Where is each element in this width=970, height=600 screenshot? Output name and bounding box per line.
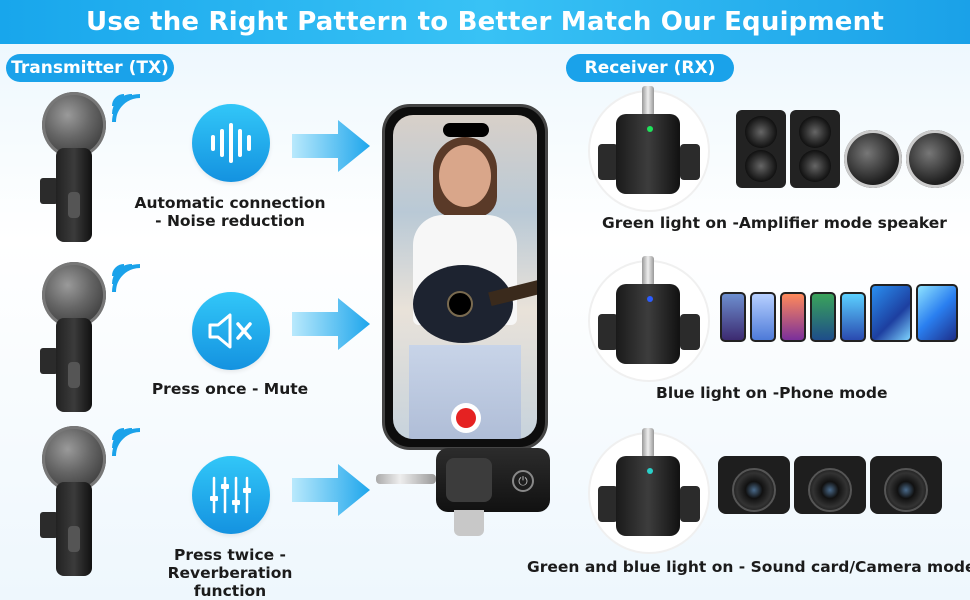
speaker-icon (844, 130, 902, 188)
mode-caption-phone: Blue light on -Phone mode (656, 384, 888, 402)
wireless-signal-icon (112, 428, 141, 457)
transmitter-device (30, 92, 150, 252)
camera-icon (794, 456, 866, 514)
wireless-signal-icon (112, 264, 141, 293)
phone-screen (393, 115, 537, 439)
arrow-right-icon (292, 298, 370, 350)
status-light (647, 468, 653, 474)
soundwave-icon (192, 104, 270, 182)
feature-text-auto-connection: Automatic connection- Noise reduction (134, 194, 326, 230)
speaker-icon (736, 110, 786, 188)
camera-devices (718, 456, 942, 514)
receiver-label: Receiver (RX) (566, 54, 734, 82)
speaker-devices (736, 110, 964, 188)
record-button (451, 403, 481, 433)
power-icon: ⏻ (512, 470, 534, 492)
arrow-right-icon (292, 464, 370, 516)
speaker-icon (790, 110, 840, 188)
tablet-icon (916, 284, 958, 342)
windscreen-icon (42, 426, 106, 492)
receiver-adapter: ⏻ (436, 448, 550, 512)
transmitter-device (30, 262, 150, 422)
phone-icon (720, 292, 746, 342)
smartphone (382, 104, 548, 450)
mode-caption-camera: Green and blue light on - Sound card/Cam… (527, 558, 970, 576)
receiver-device-speaker-mode (590, 86, 708, 210)
wireless-signal-icon (112, 94, 141, 123)
feature-text-reverb: Press twice -Reverberation function (167, 546, 293, 600)
transmitter-label: Transmitter (TX) (6, 54, 174, 82)
page-title: Use the Right Pattern to Better Match Ou… (86, 7, 884, 37)
mute-icon (192, 292, 270, 370)
receiver-device-phone-mode (590, 256, 708, 380)
status-light (647, 126, 653, 132)
camera-icon (718, 456, 790, 514)
tablet-icon (870, 284, 912, 342)
phone-icon (780, 292, 806, 342)
mode-caption-speaker: Green light on -Amplifier mode speaker (602, 214, 947, 232)
feature-text-mute: Press once - Mute (151, 380, 309, 398)
phone-icon (810, 292, 836, 342)
windscreen-icon (42, 262, 106, 328)
transmitter-device (30, 426, 150, 586)
header-banner: Use the Right Pattern to Better Match Ou… (0, 0, 970, 44)
usb-c-connector (454, 510, 484, 536)
receiver-device-camera-mode (590, 428, 708, 552)
phone-tablet-devices (720, 284, 958, 342)
arrow-right-icon (292, 120, 370, 172)
camera-icon (870, 456, 942, 514)
equalizer-icon (192, 456, 270, 534)
audio-jack (376, 474, 436, 484)
status-light (647, 296, 653, 302)
phone-icon (750, 292, 776, 342)
phone-icon (840, 292, 866, 342)
speaker-icon (906, 130, 964, 188)
windscreen-icon (42, 92, 106, 158)
